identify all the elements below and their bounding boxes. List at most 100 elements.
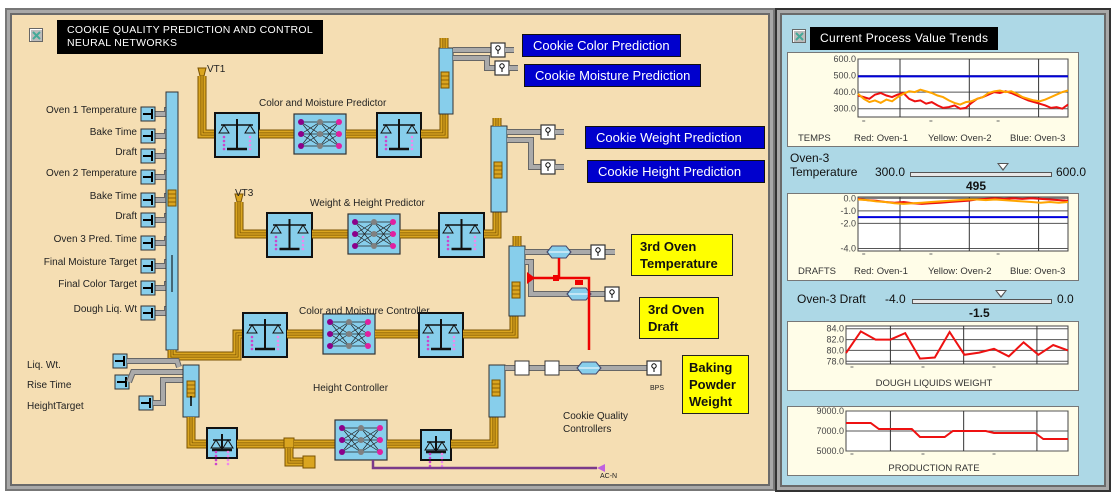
neural-network-diagram [112, 38, 662, 472]
scale-dot [250, 339, 254, 343]
scale-dot [222, 139, 226, 143]
nn-edge [341, 427, 362, 441]
nn-edge [373, 233, 394, 247]
signal-pipe [127, 370, 183, 383]
nn-node [336, 119, 342, 125]
nn-edge [360, 427, 381, 441]
oven3-draft-slider[interactable] [912, 290, 1052, 304]
cookie-quality-controllers-label-1: Cookie Quality [563, 411, 629, 422]
nn-edge [373, 221, 394, 235]
close-icon [795, 32, 804, 41]
nn-edge [360, 427, 381, 453]
y-tick-label: 500.0 [833, 71, 856, 81]
scale-dot [426, 343, 430, 347]
bus-junction [283, 437, 295, 449]
valve-vt1-icon [197, 67, 207, 77]
oven3-temp-slider-thumb[interactable] [997, 163, 1010, 171]
scale-icon [297, 224, 309, 234]
series-line-oven-1 [857, 90, 1069, 110]
scale-dot [384, 139, 388, 143]
chart-title: DOUGH LIQUIDS WEIGHT [876, 378, 993, 389]
data-bus [168, 330, 245, 360]
nn-node [371, 243, 377, 249]
nn-node [352, 243, 358, 249]
legend-entry: Blue: Oven-3 [1010, 266, 1065, 277]
signal-pipe [153, 378, 183, 405]
scale-icon [469, 224, 481, 234]
scale-dot [428, 456, 432, 460]
input-label: Draft [115, 147, 137, 158]
nn-edge [341, 439, 362, 453]
scale-dot [428, 460, 432, 464]
data-bus [288, 448, 305, 463]
nn-node [317, 131, 323, 137]
third-oven-draft-button[interactable]: 3rd Oven Draft [639, 297, 719, 339]
y-tick-label: 7000.0 [816, 426, 844, 436]
scale-dot [452, 339, 456, 343]
scale-dot [301, 235, 305, 239]
oven3-draft-min: -4.0 [885, 292, 906, 306]
input-label: Oven 1 Temperature [46, 105, 137, 116]
label-line: Temperature [640, 256, 718, 271]
signal-pipe [127, 359, 181, 368]
nn-node [317, 143, 323, 149]
oven3-draft-label: Oven-3 Draft [797, 292, 866, 306]
arrow-icon [597, 464, 605, 472]
scale-icon [222, 439, 234, 449]
data-bus [234, 202, 269, 239]
scale-dot [214, 458, 218, 462]
nn-edge [319, 121, 340, 135]
nn-node [327, 331, 333, 337]
nn-node [390, 231, 396, 237]
window-title: Current Process Value Trends [810, 27, 999, 50]
scale-dot [473, 247, 477, 251]
data-bus [463, 315, 518, 338]
scale-dot [446, 235, 450, 239]
window-close-button[interactable] [29, 28, 43, 42]
cookie-color-prediction-button[interactable]: Cookie Color Prediction [522, 34, 681, 57]
third-oven-temperature-button[interactable]: 3rd Oven Temperature [631, 234, 733, 276]
oven3-draft-slider-thumb[interactable] [994, 290, 1007, 298]
nn-node [365, 343, 371, 349]
window-close-button[interactable] [792, 29, 806, 43]
cookie-moisture-prediction-button[interactable]: Cookie Moisture Prediction [524, 64, 702, 87]
legend-entry: Blue: Oven-3 [1010, 133, 1065, 144]
nn-node [298, 131, 304, 137]
scale-dot [473, 235, 477, 239]
data-bus [451, 415, 495, 445]
nn-edge [300, 121, 321, 135]
baking-powder-weight-button[interactable]: Baking Powder Weight [682, 355, 749, 414]
nn-node [371, 231, 377, 237]
nn-node [371, 219, 377, 225]
weight-height-predictor-label: Weight & Height Predictor [310, 198, 425, 209]
scale-dot [214, 454, 218, 458]
scale-dot [214, 462, 218, 466]
scale-dot [473, 239, 477, 243]
scale-dot [452, 347, 456, 351]
y-tick-label: 82.0 [826, 335, 844, 345]
scale-icon [424, 441, 436, 451]
scale-dot [446, 247, 450, 251]
signal-pipe [525, 260, 619, 296]
nn-edge [354, 221, 375, 247]
oven3-temp-slider[interactable] [910, 163, 1052, 177]
vt1-label: VT1 [207, 64, 226, 75]
cookie-weight-prediction-button[interactable]: Cookie Weight Prediction [585, 126, 765, 149]
scale-dot [428, 464, 432, 468]
scale-icon [244, 124, 256, 134]
junction-icon [553, 275, 559, 281]
junction-icon [575, 280, 583, 285]
scale-dot [384, 147, 388, 151]
actuator-icon [527, 272, 535, 284]
scale-dot [274, 247, 278, 251]
scale-dot [426, 339, 430, 343]
cookie-height-prediction-button[interactable]: Cookie Height Prediction [587, 160, 765, 183]
nn-node [358, 437, 364, 443]
nn-node [346, 343, 352, 349]
scale-dot [250, 335, 254, 339]
data-bus [421, 110, 445, 135]
